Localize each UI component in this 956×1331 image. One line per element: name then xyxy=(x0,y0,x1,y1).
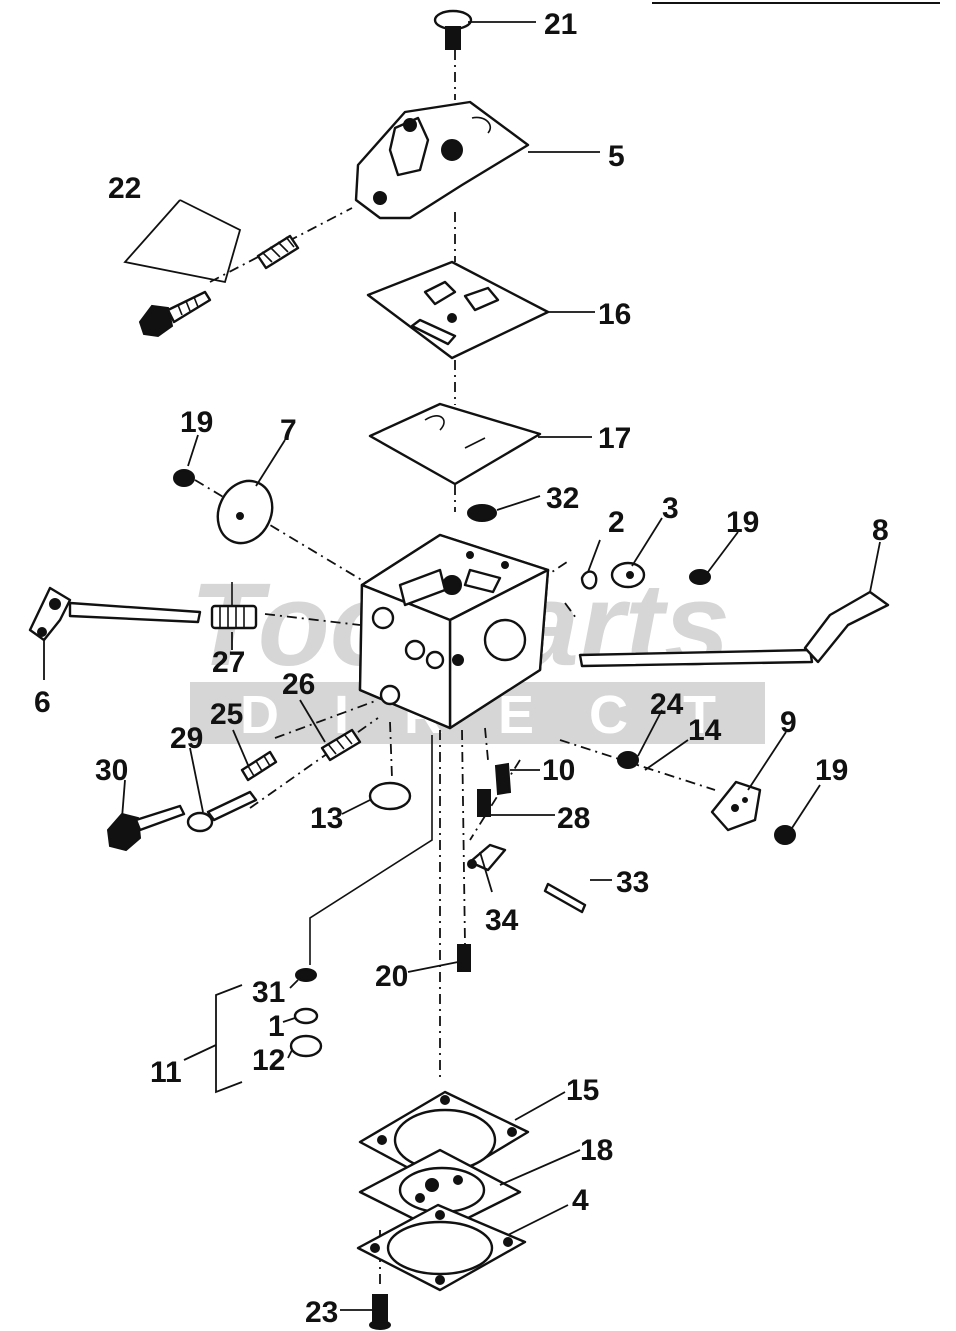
part-21-screw xyxy=(433,9,473,50)
callout-13: 13 xyxy=(310,802,343,835)
part-2-clip xyxy=(580,570,598,590)
part-28-pin xyxy=(477,789,491,817)
callout-27: 27 xyxy=(212,646,245,679)
part-3-lever xyxy=(610,561,646,589)
part-29-needle-screw xyxy=(186,790,258,833)
part-33-pin xyxy=(543,882,587,914)
callout-25: 25 xyxy=(210,698,243,731)
part-9-choke-plate xyxy=(710,780,762,832)
part-32-plug xyxy=(467,504,497,522)
part-1-screen xyxy=(293,1007,319,1025)
callout-1: 1 xyxy=(268,1010,285,1043)
part-4-cover-plate xyxy=(356,1203,527,1292)
part-25-spring xyxy=(240,750,278,782)
callout-labels: 21 5 22 16 19 7 17 32 2 3 19 8 6 27 26 2… xyxy=(34,8,889,1329)
part-17-diaphragm xyxy=(368,402,542,486)
callout-12: 12 xyxy=(252,1044,285,1077)
callout-10: 10 xyxy=(542,754,575,787)
callout-28: 28 xyxy=(557,802,590,835)
part-22-screw-spring xyxy=(123,199,300,338)
callout-7: 7 xyxy=(280,414,297,447)
callout-21: 21 xyxy=(544,8,577,41)
part-10-needle xyxy=(494,762,512,796)
leader-lines xyxy=(43,21,881,1311)
part-26-spring xyxy=(320,728,362,762)
part-carburetor-body xyxy=(358,533,550,730)
part-7-throttle-plate xyxy=(216,479,274,545)
part-20-screw xyxy=(457,944,471,972)
part-6-throttle-shaft xyxy=(28,586,202,642)
callout-22: 22 xyxy=(108,172,141,205)
part-34-lever xyxy=(467,843,507,872)
callout-14: 14 xyxy=(688,714,722,747)
callout-5: 5 xyxy=(608,140,625,173)
callout-8: 8 xyxy=(872,514,889,547)
part-30-needle-screw xyxy=(106,804,186,852)
callout-19-left: 19 xyxy=(180,406,213,439)
callout-18: 18 xyxy=(580,1134,613,1167)
callout-34: 34 xyxy=(485,904,519,937)
part-19-screw-right-bottom xyxy=(774,825,796,845)
callout-23: 23 xyxy=(305,1296,338,1329)
callout-31: 31 xyxy=(252,976,285,1009)
part-8-choke-shaft xyxy=(578,590,890,668)
callout-19-right-top: 19 xyxy=(726,506,759,539)
callout-30: 30 xyxy=(95,754,128,787)
callout-11: 11 xyxy=(150,1056,182,1089)
part-15-gasket xyxy=(358,1090,530,1187)
callout-33: 33 xyxy=(616,866,649,899)
callout-2: 2 xyxy=(608,506,625,539)
part-5-cover xyxy=(354,100,530,220)
callout-3: 3 xyxy=(662,492,679,525)
callout-29: 29 xyxy=(170,722,203,755)
assembly-axis-lines xyxy=(194,50,716,1285)
part-31-gasket-small xyxy=(295,968,317,982)
part-13-disc xyxy=(368,781,412,811)
callout-17: 17 xyxy=(598,422,631,455)
callout-4: 4 xyxy=(572,1184,589,1217)
callout-24: 24 xyxy=(650,688,684,721)
part-12-screen xyxy=(289,1034,323,1058)
part-19-screw-right-top xyxy=(689,569,711,585)
callout-16: 16 xyxy=(598,298,631,331)
callout-15: 15 xyxy=(566,1074,599,1107)
callout-19-right-bottom: 19 xyxy=(815,754,848,787)
callout-32: 32 xyxy=(546,482,579,515)
callout-6: 6 xyxy=(34,686,51,719)
callout-20: 20 xyxy=(375,960,408,993)
part-27-spring xyxy=(210,582,258,630)
part-19-screw-left xyxy=(173,469,195,487)
part-23-screw xyxy=(369,1294,391,1330)
callout-26: 26 xyxy=(282,668,315,701)
callout-9: 9 xyxy=(780,706,797,739)
part-24-spring xyxy=(617,751,639,769)
part-16-gasket xyxy=(366,260,550,360)
